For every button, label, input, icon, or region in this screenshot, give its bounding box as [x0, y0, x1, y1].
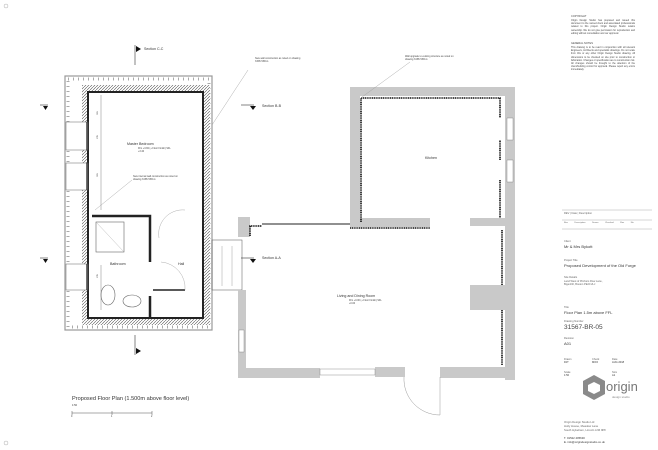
window [65, 162, 89, 191]
room-label-hall: Hall [178, 262, 185, 266]
leader-line [94, 179, 133, 211]
check-value: MOO [592, 361, 599, 364]
general-notes-heading: GENERAL NOTES [571, 42, 593, 45]
window [238, 329, 245, 353]
dimension: 315 [96, 111, 99, 115]
revision-value: A01 [564, 341, 572, 346]
copyright-heading: COPYRIGHT [571, 15, 587, 18]
corner-mark [3, 440, 9, 446]
entrance-door-swing [403, 376, 441, 416]
date-value: AUG 2018 [612, 361, 625, 364]
client-value: Mr & Mrs Bykott [564, 244, 593, 249]
logo-wordmark: origin [606, 379, 638, 394]
company-address-2: South Hykeham, Lincoln LN6 9PF [564, 428, 607, 432]
link-passage [211, 239, 243, 291]
toilet [100, 284, 116, 306]
drawn-value: DJT [564, 361, 569, 364]
title-caption: Title [564, 306, 569, 309]
section-a-label: Section A-A [262, 256, 281, 260]
rev-cell: Description [574, 222, 586, 224]
window [65, 121, 89, 151]
check-caption: Check [592, 358, 600, 361]
rev-cell: Rev [564, 222, 568, 224]
scale-tick: 1 [111, 415, 113, 418]
window [506, 117, 514, 141]
dimension: 235 [96, 135, 99, 139]
company-address-1: Holly House, Meadow Lane [564, 424, 599, 428]
window [65, 263, 89, 291]
level-bedroom: FFL +3.84 (+ Floor Finish) SFL +3.40 [138, 147, 171, 153]
scale-caption: Scale [564, 371, 571, 374]
client-caption: Client [564, 240, 571, 243]
window [319, 368, 376, 376]
drawing-number-caption: Drawing Number [564, 320, 584, 323]
corner-mark [3, 3, 9, 9]
drawing-title: Proposed Floor Plan (1.500m above floor … [72, 396, 190, 402]
rev-cell: Checked [605, 222, 614, 224]
company-phone: T. 01522 405630 [564, 436, 585, 440]
rev-cell: Rev No [620, 222, 634, 224]
dimension: 315 [96, 173, 99, 177]
drawing-number: 31567-BR-05 [564, 324, 603, 331]
company-name: Origin Design Studio Ltd [564, 420, 595, 424]
door-swing [160, 261, 186, 291]
leader-line [211, 69, 249, 126]
logo-subtitle: design studio [612, 395, 630, 399]
basin [122, 294, 142, 308]
note-internal-wall: New internal wall construction as noted … [133, 175, 178, 181]
shower [95, 221, 125, 253]
drawn-caption: Drawn [564, 358, 572, 361]
room-label-living-dining: Living and Dining Room [337, 294, 376, 298]
site-value: Land West of Pitchers Row Lane, Bigenhil… [564, 279, 603, 287]
bedroom-block [64, 75, 243, 331]
date-caption: Date [612, 358, 618, 361]
revision-table-header: REV | Date | Description [564, 212, 593, 215]
title-block-lines [562, 209, 652, 230]
room-label-master-bedroom: Master Bedroom [127, 142, 154, 146]
room-label-kitchen: Kitchen [425, 156, 437, 160]
existing-building [238, 87, 515, 380]
door-swing [158, 209, 186, 239]
section-marker [40, 45, 256, 355]
dimension: 235 [96, 274, 99, 278]
note-external-wall: New wall construction as noted on drawin… [255, 57, 301, 63]
section-c-label: Section C-C [144, 47, 164, 51]
size-caption: Size [612, 371, 618, 374]
project-value: Proposed Development of the Old Forge [564, 263, 636, 268]
window [506, 159, 514, 183]
scale-bar [71, 411, 153, 415]
level-living: FFL +0.00 (+ Floor Finish) SFL +0.00 [349, 299, 382, 305]
revision-table-row: Rev Description Drawn Checked Rev No [564, 222, 634, 224]
site-caption: Site Details [564, 276, 578, 279]
note-wall-upgrade: Wall upgrade to existing structure as no… [405, 55, 454, 61]
drawing-scale: 1:50 [72, 404, 78, 407]
copyright-text: Origin Design Studio has prepared and is… [571, 19, 635, 35]
origin-logo [583, 375, 605, 400]
company-email[interactable]: E. info@origindesignstudio.co.uk [564, 440, 605, 444]
room-label-bathroom: Bathroom [110, 262, 126, 266]
general-notes-text: This drawing is to be read in conjunctio… [571, 46, 635, 72]
title-value: Floor Plan 1.5m above FFL [564, 310, 613, 315]
section-b-label: Section B-B [262, 104, 281, 108]
size-value: A1 [612, 374, 616, 377]
project-caption: Project Title [564, 259, 578, 262]
existing-internal-lining [249, 97, 503, 365]
scale-value: 1:50 [564, 374, 570, 377]
scale-tick: 2 [151, 415, 153, 418]
leader-line [361, 61, 411, 98]
rev-cell: Drawn [592, 222, 599, 224]
revision-caption: Revision [564, 337, 574, 340]
scale-tick: 0 [71, 415, 73, 418]
